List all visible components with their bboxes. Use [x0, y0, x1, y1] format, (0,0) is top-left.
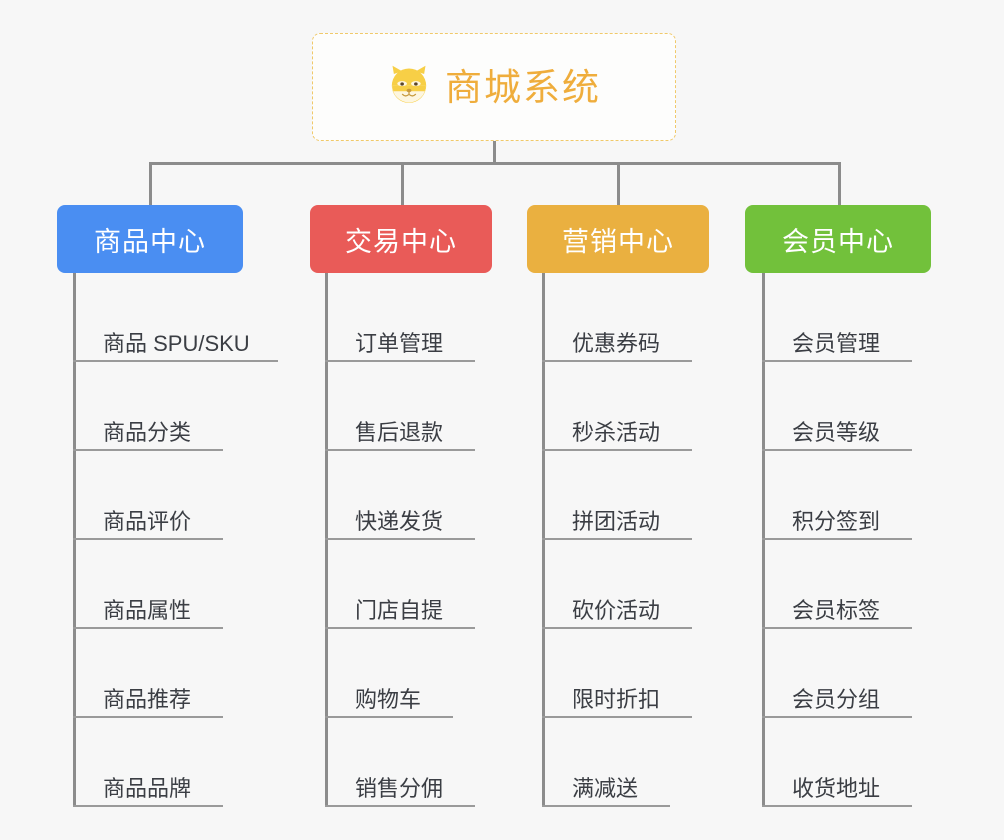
- category-box-marketing-center[interactable]: 营销中心: [527, 205, 709, 273]
- leaf-label: 拼团活动: [572, 508, 661, 534]
- leaf-underline: [325, 538, 475, 540]
- leaf-label: 商品品牌: [103, 775, 192, 801]
- leaf-label: 限时折扣: [572, 686, 661, 712]
- leaf-item-full-reduction-gift[interactable]: 满减送: [542, 718, 670, 807]
- leaf-item-flash-sale[interactable]: 秒杀活动: [542, 362, 692, 451]
- leaf-underline: [542, 360, 692, 362]
- leaf-underline: [762, 538, 912, 540]
- leaf-underline: [73, 538, 223, 540]
- leaf-label: 门店自提: [355, 597, 444, 623]
- leaf-label: 销售分佣: [355, 775, 444, 801]
- leaf-item-member-management[interactable]: 会员管理: [762, 273, 912, 362]
- leaf-item-product-brand[interactable]: 商品品牌: [73, 718, 250, 807]
- root-node-shop-system[interactable]: 商城系统: [312, 33, 676, 141]
- leaf-underline: [762, 449, 912, 451]
- leaf-item-group-buy[interactable]: 拼团活动: [542, 451, 692, 540]
- category-box-member-center[interactable]: 会员中心: [745, 205, 931, 273]
- leaf-item-member-level[interactable]: 会员等级: [762, 362, 912, 451]
- leaf-underline: [325, 716, 453, 718]
- leaf-underline: [762, 805, 912, 807]
- leaf-item-product-review[interactable]: 商品评价: [73, 451, 250, 540]
- category-box-product-center[interactable]: 商品中心: [57, 205, 243, 273]
- leaf-underline: [73, 716, 223, 718]
- leaf-item-bargain-activity[interactable]: 砍价活动: [542, 540, 692, 629]
- leaf-item-member-tag[interactable]: 会员标签: [762, 540, 912, 629]
- leaf-label: 会员等级: [792, 419, 881, 445]
- leaf-label: 会员分组: [792, 686, 881, 712]
- leaf-item-after-sales-refund[interactable]: 售后退款: [325, 362, 475, 451]
- leaf-label: 秒杀活动: [572, 419, 661, 445]
- leaf-item-product-attribute[interactable]: 商品属性: [73, 540, 250, 629]
- leaf-column-marketing-center: 优惠券码 秒杀活动 拼团活动 砍价活动 限时折扣 满减送: [542, 273, 692, 807]
- leaf-spine-marketing-center: [542, 273, 545, 807]
- connector-drop-product-center: [149, 162, 152, 206]
- leaf-label: 积分签到: [792, 508, 881, 534]
- leaf-underline: [325, 360, 475, 362]
- leaf-label: 商品 SPU/SKU: [103, 330, 250, 356]
- leaf-label: 购物车: [355, 686, 422, 712]
- category-label-trade-center: 交易中心: [345, 226, 457, 257]
- category-label-member-center: 会员中心: [782, 226, 894, 257]
- leaf-underline: [73, 805, 223, 807]
- leaf-underline: [542, 716, 692, 718]
- category-label-marketing-center: 营销中心: [562, 226, 674, 257]
- leaf-underline: [73, 360, 278, 362]
- root-title: 商城系统: [445, 66, 601, 108]
- leaf-item-member-group[interactable]: 会员分组: [762, 629, 912, 718]
- leaf-column-product-center: 商品 SPU/SKU 商品分类 商品评价 商品属性 商品推荐 商品品牌: [73, 273, 278, 807]
- leaf-label: 订单管理: [355, 330, 444, 356]
- leaf-underline: [762, 716, 912, 718]
- leaf-item-shopping-cart[interactable]: 购物车: [325, 629, 453, 718]
- connector-drop-trade-center: [401, 162, 404, 206]
- leaf-label: 砍价活动: [572, 597, 661, 623]
- leaf-label: 商品评价: [103, 508, 192, 534]
- leaf-item-product-category[interactable]: 商品分类: [73, 362, 250, 451]
- leaf-underline: [73, 449, 223, 451]
- leaf-spine-trade-center: [325, 273, 328, 807]
- leaf-underline: [542, 805, 670, 807]
- leaf-underline: [542, 627, 692, 629]
- leaf-item-coupon-code[interactable]: 优惠券码: [542, 273, 692, 362]
- leaf-label: 满减送: [572, 775, 639, 801]
- leaf-item-store-pickup[interactable]: 门店自提: [325, 540, 475, 629]
- leaf-underline: [73, 627, 223, 629]
- leaf-underline: [325, 627, 475, 629]
- leaf-item-express-shipping[interactable]: 快递发货: [325, 451, 475, 540]
- leaf-item-shipping-address[interactable]: 收货地址: [762, 718, 912, 807]
- leaf-underline: [542, 449, 692, 451]
- leaf-spine-member-center: [762, 273, 765, 807]
- leaf-item-order-management[interactable]: 订单管理: [325, 273, 475, 362]
- leaf-label: 优惠券码: [572, 330, 661, 356]
- leaf-underline: [325, 805, 475, 807]
- leaf-label: 会员标签: [792, 597, 881, 623]
- leaf-label: 收货地址: [792, 775, 881, 801]
- category-box-trade-center[interactable]: 交易中心: [310, 205, 492, 273]
- leaf-item-limited-time-discount[interactable]: 限时折扣: [542, 629, 692, 718]
- shiba-dog-face-icon: [387, 63, 431, 112]
- leaf-item-points-checkin[interactable]: 积分签到: [762, 451, 912, 540]
- connector-drop-member-center: [838, 162, 841, 206]
- leaf-item-product-recommend[interactable]: 商品推荐: [73, 629, 250, 718]
- leaf-column-trade-center: 订单管理 售后退款 快递发货 门店自提 购物车 销售分佣: [325, 273, 475, 807]
- category-label-product-center: 商品中心: [94, 226, 206, 257]
- leaf-label: 会员管理: [792, 330, 881, 356]
- connector-root-stem: [493, 141, 496, 165]
- leaf-label: 商品分类: [103, 419, 192, 445]
- leaf-underline: [542, 538, 692, 540]
- connector-drop-marketing-center: [617, 162, 620, 206]
- leaf-label: 快递发货: [355, 508, 444, 534]
- leaf-item-product-spu-sku[interactable]: 商品 SPU/SKU: [73, 273, 278, 362]
- connector-horizontal-bus: [149, 162, 841, 165]
- leaf-item-sales-commission[interactable]: 销售分佣: [325, 718, 475, 807]
- leaf-column-member-center: 会员管理 会员等级 积分签到 会员标签 会员分组 收货地址: [762, 273, 912, 807]
- leaf-label: 售后退款: [355, 419, 444, 445]
- leaf-underline: [762, 627, 912, 629]
- leaf-underline: [325, 449, 475, 451]
- leaf-label: 商品推荐: [103, 686, 192, 712]
- leaf-label: 商品属性: [103, 597, 192, 623]
- leaf-spine-product-center: [73, 273, 76, 807]
- leaf-underline: [762, 360, 912, 362]
